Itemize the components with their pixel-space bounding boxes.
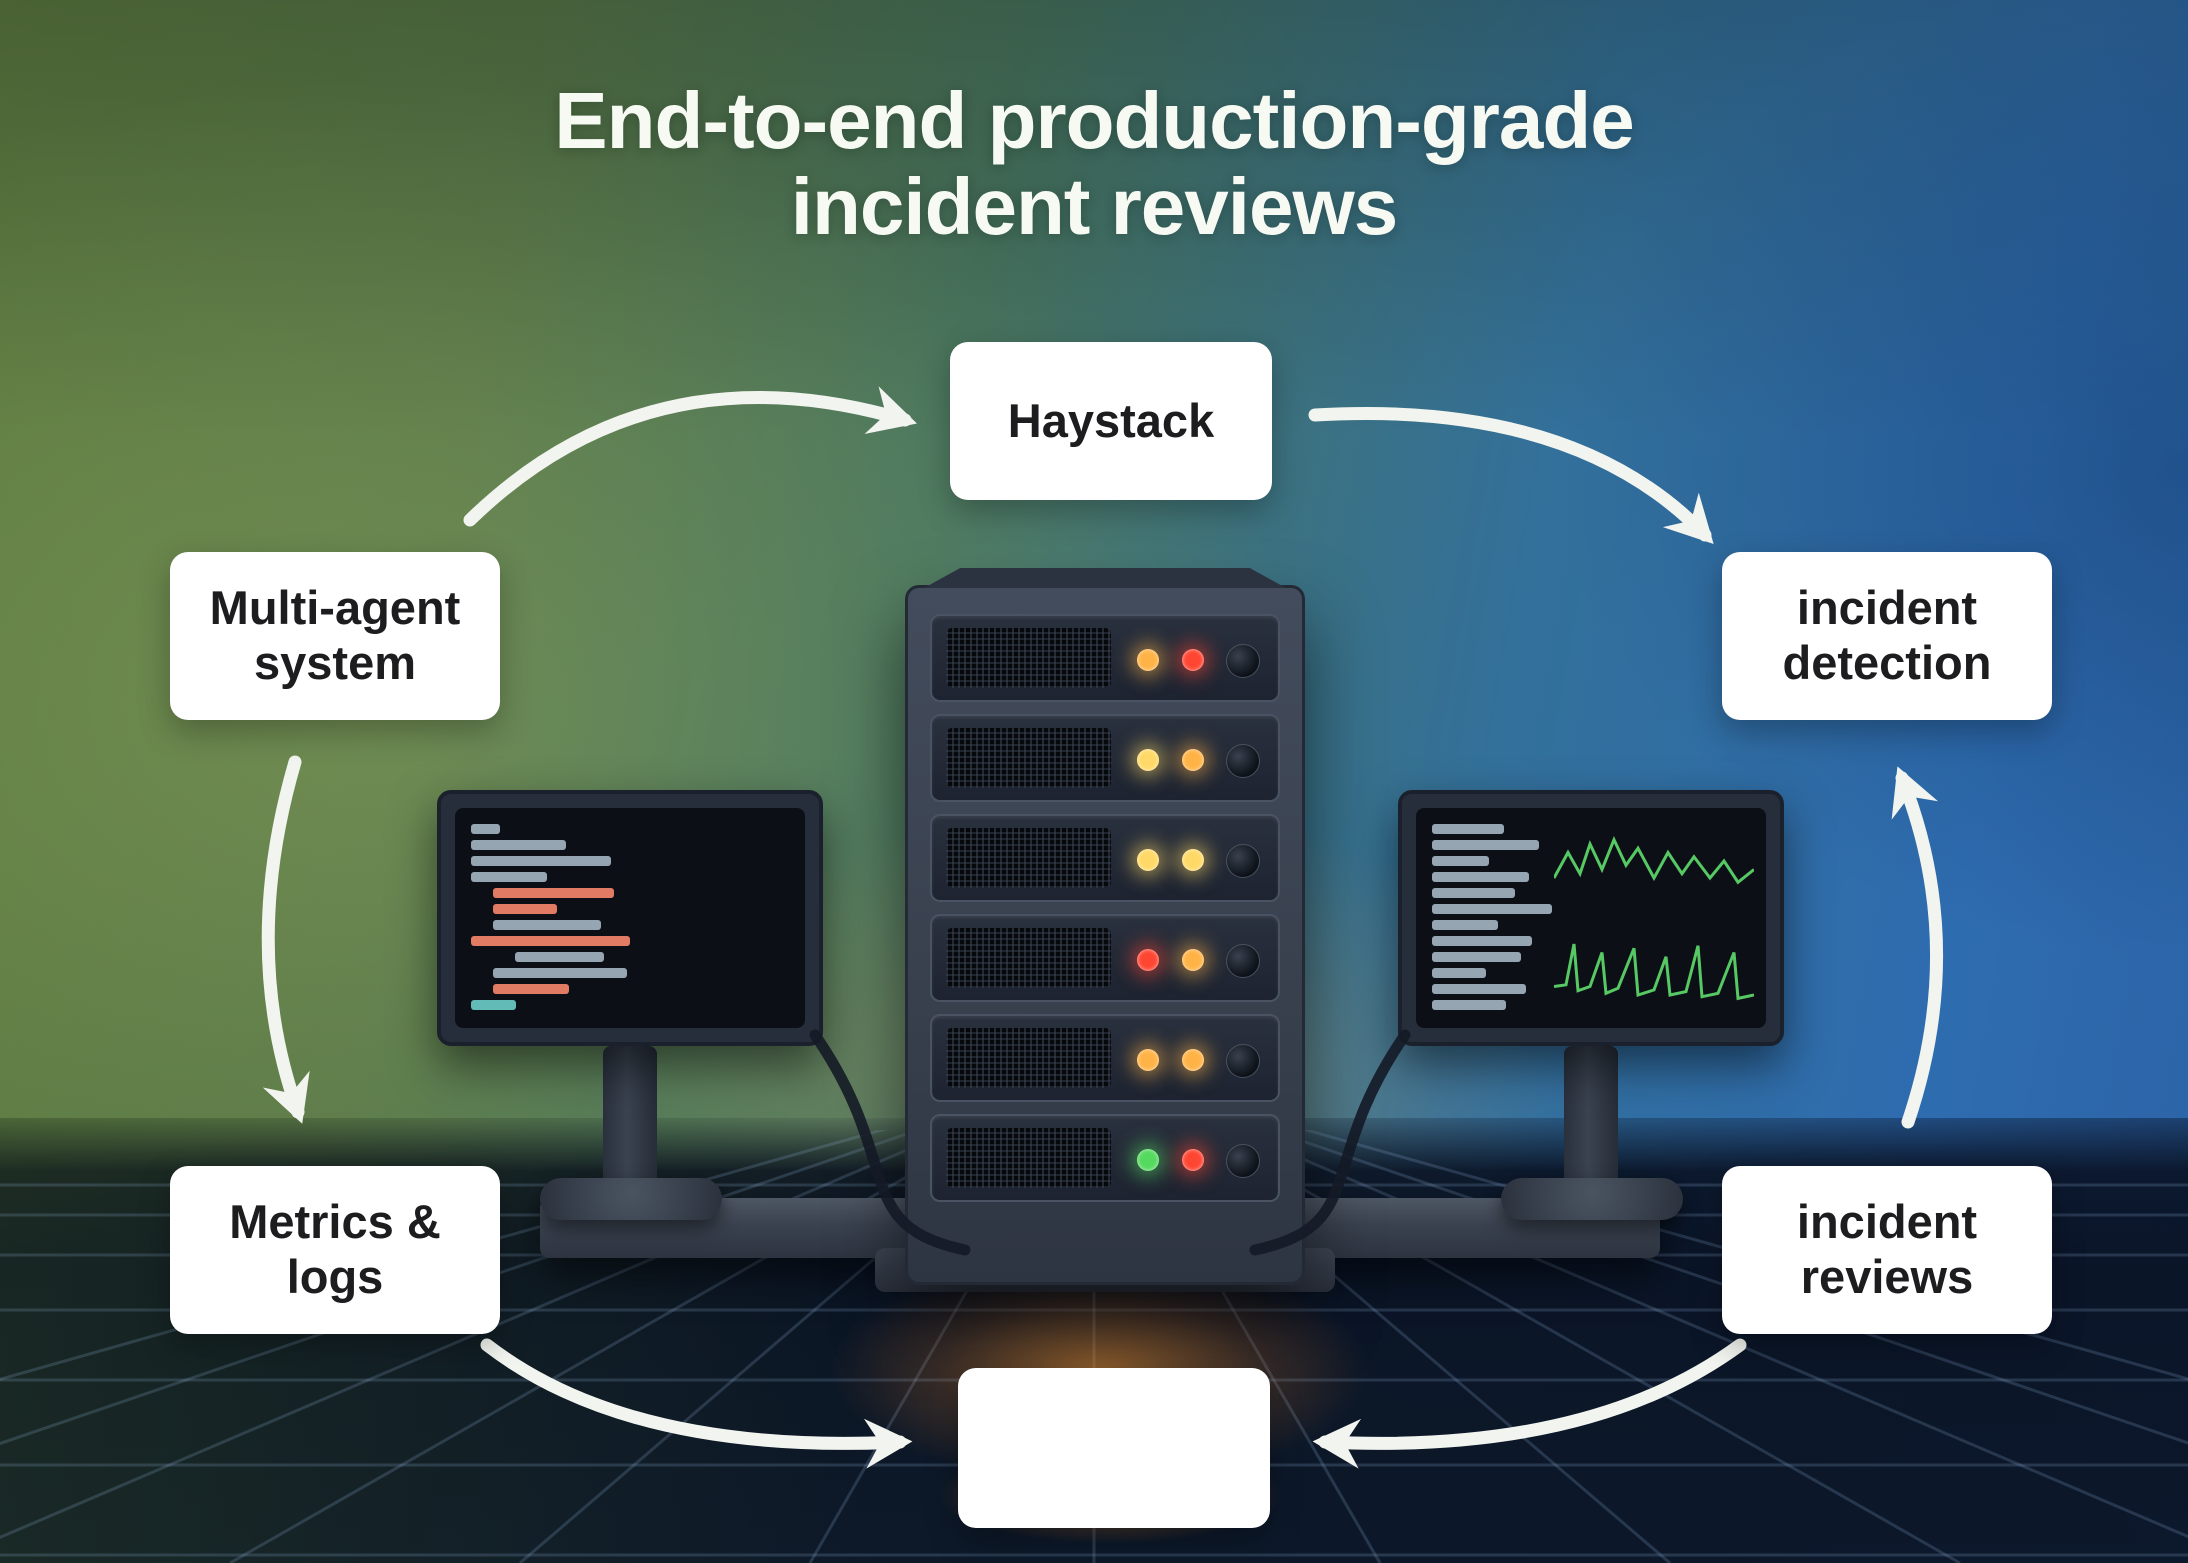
right-monitor — [1398, 790, 1784, 1046]
node-label: incident detection — [1782, 581, 1992, 689]
code-line — [471, 824, 500, 834]
status-led — [1182, 1049, 1204, 1071]
node-label: Metrics & logs — [229, 1195, 441, 1303]
status-led — [1182, 849, 1204, 871]
code-line — [493, 888, 614, 898]
code-line — [1432, 984, 1527, 994]
server-grille — [946, 728, 1111, 788]
power-knob — [1226, 744, 1260, 778]
server-unit — [930, 614, 1280, 702]
node-label: Haystack — [1007, 393, 1215, 447]
server-unit — [930, 814, 1280, 902]
code-line — [1432, 888, 1515, 898]
node-multi-agent-system: Multi-agent system — [170, 552, 500, 720]
power-knob — [1226, 1044, 1260, 1078]
node-label: Multi-agent system — [209, 581, 461, 689]
code-line — [493, 904, 557, 914]
node-incident-detection: incident detection — [1722, 552, 2052, 720]
node-label: incident reviews — [1796, 1195, 1978, 1303]
code-line — [1432, 872, 1530, 882]
code-lines — [471, 824, 789, 1010]
code-line — [1432, 952, 1521, 962]
status-led — [1137, 849, 1159, 871]
right-monitor-foot — [1501, 1178, 1683, 1220]
diagram-title: End-to-end production-grade incident rev… — [0, 76, 2188, 252]
title-line-1: End-to-end production-grade — [554, 76, 1635, 165]
left-monitor-screen — [455, 808, 805, 1028]
server-grille — [946, 928, 1111, 988]
server-rack-units — [908, 588, 1302, 1228]
server-unit — [930, 1014, 1280, 1102]
title-line-2: incident reviews — [790, 162, 1398, 252]
power-knob — [1226, 844, 1260, 878]
status-led — [1182, 949, 1204, 971]
server-unit — [930, 714, 1280, 802]
code-line — [471, 856, 611, 866]
power-knob — [1226, 644, 1260, 678]
server-grille — [946, 1028, 1111, 1088]
status-led — [1137, 1049, 1159, 1071]
code-line — [515, 952, 605, 962]
code-line — [493, 984, 570, 994]
power-knob — [1226, 1144, 1260, 1178]
code-line — [1432, 920, 1498, 930]
code-line — [471, 1000, 516, 1010]
code-line — [493, 968, 627, 978]
code-line — [1432, 1000, 1507, 1010]
right-monitor-stand — [1564, 1046, 1618, 1201]
code-line — [1432, 968, 1487, 978]
code-line — [1432, 824, 1504, 834]
node-haystack: Haystack — [950, 342, 1272, 500]
code-line — [1432, 904, 1553, 914]
node-metrics-logs: Metrics & logs — [170, 1166, 500, 1334]
server-unit — [930, 1114, 1280, 1202]
status-led — [1182, 749, 1204, 771]
code-line — [471, 840, 567, 850]
status-led — [1182, 649, 1204, 671]
server-grille — [946, 1128, 1111, 1188]
server-grille — [946, 628, 1111, 688]
code-line — [1432, 856, 1490, 866]
status-led — [1137, 649, 1159, 671]
right-monitor-screen — [1416, 808, 1766, 1028]
code-line — [493, 920, 602, 930]
waveform-line — [1554, 943, 1754, 1001]
status-led — [1182, 1149, 1204, 1171]
status-led — [1137, 1149, 1159, 1171]
code-line — [471, 936, 630, 946]
node-incident-reviews: incident reviews — [1722, 1166, 2052, 1334]
code-line — [1432, 936, 1533, 946]
left-monitor-stand — [603, 1046, 657, 1201]
left-monitor-foot — [540, 1178, 722, 1220]
terminal-lines — [1432, 824, 1575, 1010]
status-led — [1137, 949, 1159, 971]
server-unit — [930, 914, 1280, 1002]
code-line — [471, 872, 548, 882]
node-bottom-empty — [958, 1368, 1270, 1528]
code-line — [1432, 840, 1540, 850]
server-grille — [946, 828, 1111, 888]
power-knob — [1226, 944, 1260, 978]
waveform — [1554, 836, 1754, 1001]
status-led — [1137, 749, 1159, 771]
server-rack — [905, 585, 1305, 1285]
left-monitor — [437, 790, 823, 1046]
waveform-line — [1554, 836, 1754, 885]
